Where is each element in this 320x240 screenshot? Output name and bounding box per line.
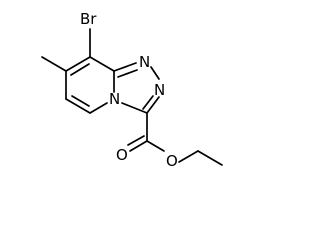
- bond-c8-c7-inner: [70, 63, 90, 76]
- bond-c8-c7: [65, 56, 91, 72]
- bond-c7-methyl: [41, 56, 67, 72]
- bond-c8a-n1-inner: [117, 69, 138, 78]
- bond-n1-n2: [150, 66, 160, 80]
- bond-ch2-ch3: [197, 150, 223, 166]
- bond-c8a-n1: [113, 62, 137, 72]
- atom-oxygen-carbonyl: O: [116, 146, 128, 164]
- bonds: [41, 28, 223, 166]
- bond-c3-n4: [121, 102, 148, 114]
- bond-c6-c5: [65, 98, 91, 114]
- bond-oester-ch2: [178, 150, 199, 163]
- bond-n2-c3-inner: [142, 95, 154, 110]
- bond-c-oester: [146, 140, 165, 152]
- bond-c5-n4: [89, 102, 108, 114]
- atom-nitrogen-2: N: [154, 81, 165, 99]
- bond-c6-c5-inner: [71, 95, 90, 107]
- bond-carbonyl-inner: [127, 135, 145, 146]
- atom-nitrogen-1: N: [139, 53, 150, 71]
- atom-bromine: Br: [80, 10, 97, 28]
- bond-c8a-c8: [89, 56, 115, 72]
- bond-n2-c3: [146, 96, 160, 114]
- atom-oxygen-ester: O: [166, 152, 178, 170]
- atom-nitrogen-bridge: N: [109, 90, 120, 108]
- chemical-structure-diagram: Br N N N O O: [41, 10, 223, 170]
- bond-carbonyl: [129, 140, 148, 152]
- atom-labels: Br N N N O O: [80, 10, 178, 170]
